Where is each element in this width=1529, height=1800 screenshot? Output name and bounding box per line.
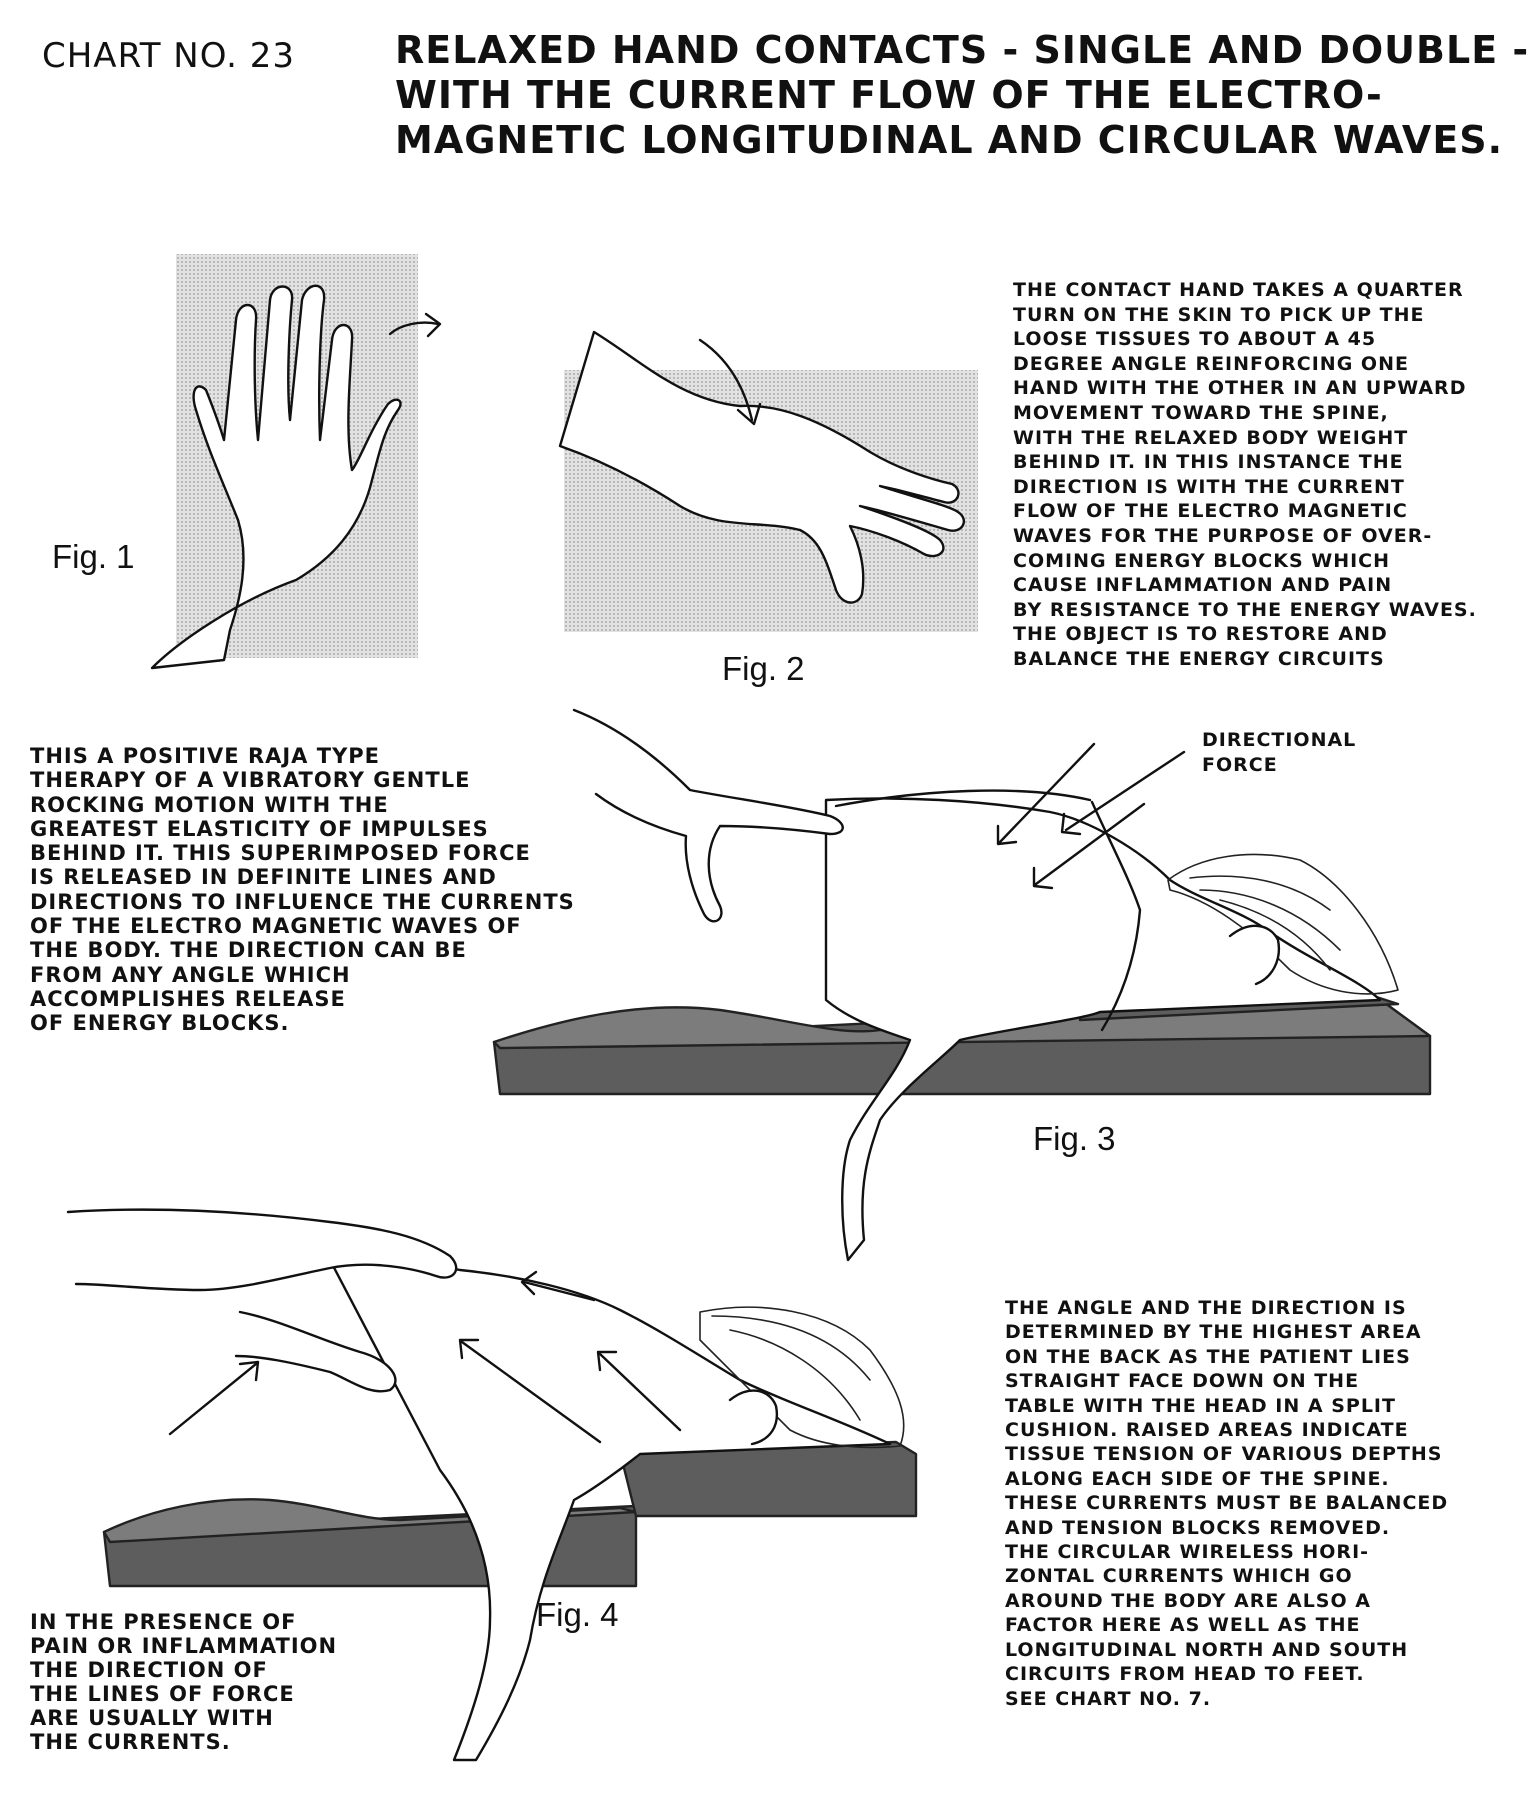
fig3-force-arrow-2 <box>1064 750 1186 832</box>
fig3-force-arrow-1 <box>998 742 1096 844</box>
directional-force-label: DIRECTIONAL FORCE <box>1202 729 1357 776</box>
note-pain-presence: IN THE PRESENCE OF PAIN OR INFLAMMATION … <box>30 1610 338 1754</box>
title-line: WITH THE CURRENT FLOW OF THE ELECTRO- <box>395 73 1383 117</box>
note-angle-direction: THE ANGLE AND THE DIRECTION IS DETERMINE… <box>1005 1297 1449 1710</box>
chart-number: CHART NO. 23 <box>42 36 295 76</box>
page-title: RELAXED HAND CONTACTS - SINGLE AND DOUBL… <box>395 28 1529 163</box>
fig4-force-arrow-1 <box>168 1362 258 1436</box>
fig4-label: Fig. 4 <box>536 1596 619 1633</box>
fig3-force-arrow-3 <box>1034 802 1146 886</box>
fig4-force-arrow-3 <box>522 1280 596 1302</box>
fig1-hand-drawing <box>150 254 442 670</box>
fig4-force-arrow-2 <box>460 1340 602 1444</box>
note-raja-therapy: THIS A POSITIVE RAJA TYPE THERAPY OF A V… <box>30 744 575 1036</box>
fig2-hand-drawing <box>558 330 978 632</box>
fig3-drawing <box>492 708 1432 1262</box>
note-contact-hand: THE CONTACT HAND TAKES A QUARTER TURN ON… <box>1013 279 1477 670</box>
title-line: MAGNETIC LONGITUDINAL AND CIRCULAR WAVES… <box>395 118 1504 162</box>
title-line: RELAXED HAND CONTACTS - SINGLE AND DOUBL… <box>395 28 1529 72</box>
fig2-label: Fig. 2 <box>722 650 805 687</box>
fig4-force-arrow-4 <box>598 1352 682 1432</box>
fig3-label: Fig. 3 <box>1033 1120 1116 1157</box>
fig4-drawing <box>66 1208 918 1762</box>
fig1-label: Fig. 1 <box>52 538 135 575</box>
